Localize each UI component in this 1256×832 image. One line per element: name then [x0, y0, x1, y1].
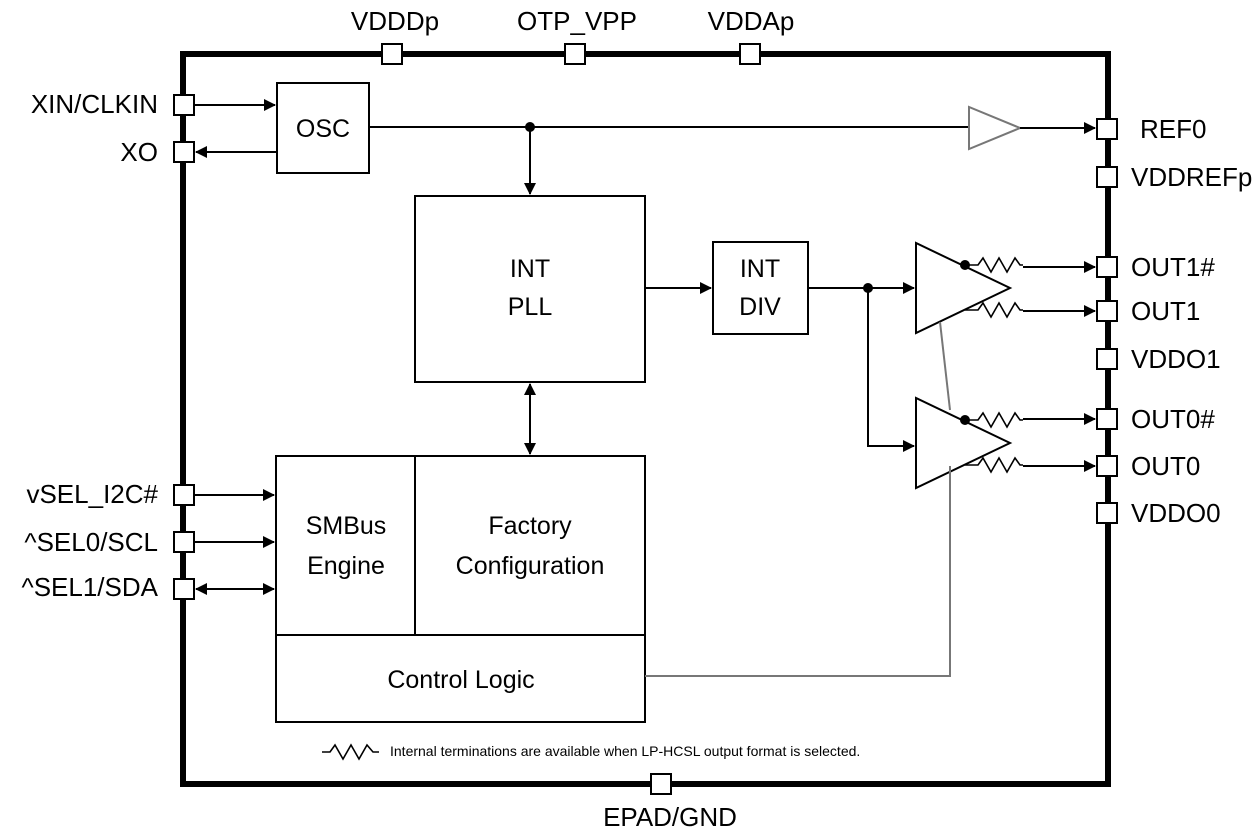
- pin-box-out1: [1096, 300, 1118, 322]
- pll-block: INT PLL: [414, 195, 646, 383]
- pll-label-line1: INT: [510, 255, 550, 283]
- pin-label-vdddp: VDDDp: [351, 6, 439, 36]
- pin-label-vddap: VDDAp: [708, 6, 795, 36]
- top-pin-vddap: VDDAp: [708, 6, 795, 65]
- pll-label-line2: PLL: [508, 293, 553, 321]
- factory-label-line1: Factory: [488, 512, 572, 540]
- factory-label-line2: Configuration: [456, 552, 605, 580]
- smbus-label-line2: Engine: [307, 552, 385, 580]
- ref-buffer: [968, 105, 1023, 151]
- output-buffer-1: [915, 241, 1013, 335]
- output-buffer-0: [915, 396, 1013, 490]
- osc-block: OSC: [276, 82, 370, 174]
- top-pin-otp-vpp: OTP_VPP: [517, 6, 637, 65]
- div-block: INT DIV: [712, 241, 809, 335]
- pin-label-vddo1: VDDO1: [1131, 344, 1221, 374]
- termination-legend-icon: [322, 743, 379, 761]
- pin-box-epad-gnd: [650, 773, 672, 795]
- pin-box-vddo1: [1096, 348, 1118, 370]
- div-label-line1: INT: [740, 255, 780, 283]
- termination-resistor-icon: [965, 301, 1023, 319]
- termination-resistor-icon: [965, 411, 1023, 429]
- pin-box-out0n: [1096, 408, 1118, 430]
- pin-box-xo: [173, 141, 195, 163]
- pin-label-ref0: REF0: [1140, 114, 1206, 144]
- pin-box-sel0-scl: [173, 531, 195, 553]
- wire-enable-buf1: [939, 321, 951, 411]
- pin-label-epad-gnd: EPAD/GND: [603, 802, 737, 832]
- pin-box-vsel-i2c: [173, 484, 195, 506]
- div-label-line2: DIV: [739, 293, 781, 321]
- pin-label-out1n: OUT1#: [1131, 252, 1215, 282]
- pin-label-out1: OUT1: [1131, 296, 1200, 326]
- pin-label-sel1-sda: ^SEL1/SDA: [22, 572, 159, 602]
- pin-label-otp-vpp: OTP_VPP: [517, 6, 637, 36]
- pin-box-vddo0: [1096, 502, 1118, 524]
- osc-label: OSC: [296, 115, 350, 143]
- pin-box-otp-vpp: [564, 43, 586, 65]
- pin-box-out1n: [1096, 256, 1118, 278]
- pin-box-out0: [1096, 455, 1118, 477]
- pin-label-vddrefp: VDDREFp: [1131, 162, 1252, 192]
- pin-label-vddo0: VDDO0: [1131, 498, 1221, 528]
- termination-resistor-icon: [965, 456, 1023, 474]
- wire-control-to-buffers: [645, 466, 951, 677]
- control-block: SMBus Engine Factory Configuration Contr…: [275, 455, 646, 723]
- pin-label-xin-clkin: XIN/CLKIN: [31, 89, 158, 119]
- pin-label-out0: OUT0: [1131, 451, 1200, 481]
- pin-box-vddrefp: [1096, 166, 1118, 188]
- top-pin-vdddp: VDDDp: [351, 6, 439, 65]
- pin-label-xo: XO: [120, 137, 158, 167]
- pin-box-xin-clkin: [173, 94, 195, 116]
- pin-box-ref0: [1096, 118, 1118, 140]
- pin-label-vsel-i2c: vSEL_I2C#: [26, 479, 158, 509]
- control-logic-label: Control Logic: [387, 666, 534, 694]
- pin-box-sel1-sda: [173, 578, 195, 600]
- pin-box-vddap: [739, 43, 761, 65]
- wire-div-to-buf0: [867, 288, 915, 452]
- termination-resistor-icon: [965, 256, 1023, 274]
- pin-label-out0n: OUT0#: [1131, 404, 1215, 434]
- pin-label-sel0-scl: ^SEL0/SCL: [24, 527, 158, 557]
- smbus-label-line1: SMBus: [306, 512, 387, 540]
- termination-note: Internal terminations are available when…: [390, 743, 860, 759]
- pin-box-vdddp: [381, 43, 403, 65]
